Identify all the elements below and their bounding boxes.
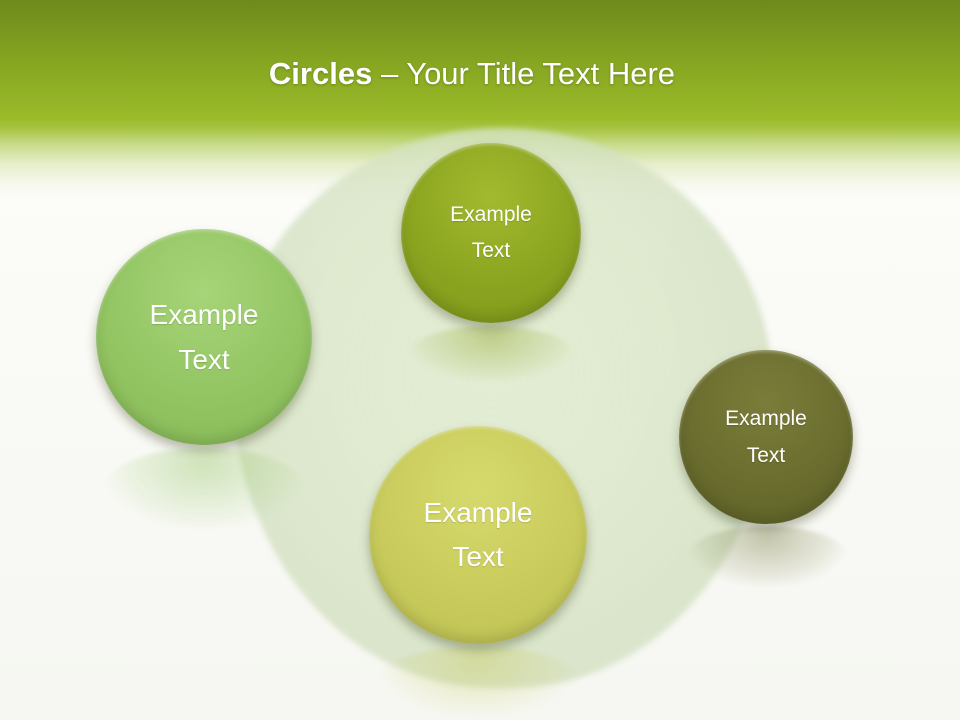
circle-reflection bbox=[104, 448, 304, 528]
slide-title[interactable]: Circles – Your Title Text Here bbox=[0, 52, 944, 96]
circle-reflection bbox=[688, 526, 846, 586]
circle-reflection bbox=[408, 326, 574, 382]
circle-yellow-green[interactable]: Example Text bbox=[369, 426, 587, 644]
circle-dark-olive[interactable]: Example Text bbox=[679, 350, 853, 524]
circle-label: Example Text bbox=[149, 299, 259, 375]
circle-olive-green[interactable]: Example Text bbox=[401, 143, 581, 323]
circle-label: Example Text bbox=[450, 203, 532, 262]
circle-light-green[interactable]: Example Text bbox=[96, 229, 312, 445]
circle-label: Example Text bbox=[725, 407, 807, 467]
title-bold-part: Circles bbox=[268, 56, 373, 91]
circle-reflection bbox=[378, 646, 578, 716]
title-rest-part: – Your Title Text Here bbox=[372, 56, 676, 91]
circle-label: Example Text bbox=[423, 497, 533, 572]
